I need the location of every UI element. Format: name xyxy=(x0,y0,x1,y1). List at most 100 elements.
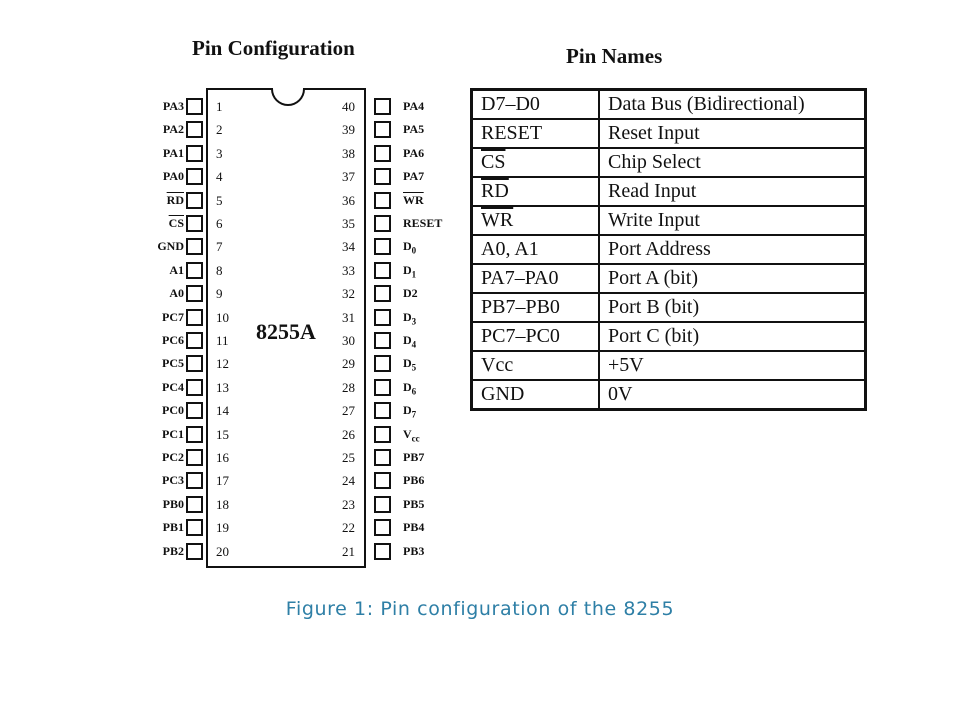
pin-lead xyxy=(374,308,391,326)
pin-lead xyxy=(374,402,391,420)
pin-name: PB6 xyxy=(403,473,425,488)
pin-lead xyxy=(186,542,203,560)
pin-description-cell: 0V xyxy=(598,379,867,411)
pin-number: 4 xyxy=(216,169,223,185)
pin-number: 14 xyxy=(216,403,229,419)
pin-symbol-cell: RD xyxy=(470,176,600,207)
pin-lead xyxy=(374,519,391,537)
pin-number: 16 xyxy=(216,450,229,465)
pin-lead xyxy=(186,98,203,115)
pin-name: Vcc xyxy=(403,427,420,443)
pin-name: GND xyxy=(157,239,184,254)
chip-notch xyxy=(271,88,305,106)
pin-names-title: Pin Names xyxy=(566,44,663,68)
pin-lead xyxy=(374,542,391,560)
pin-description-cell: Write Input xyxy=(598,205,867,236)
pin-lead xyxy=(186,215,203,232)
pin-number: 27 xyxy=(342,403,355,419)
pin-name-subscript: 1 xyxy=(411,269,417,280)
pin-symbol-cell: RESET xyxy=(470,118,600,149)
pin-symbol-cell: Vcc xyxy=(470,350,600,381)
pin-symbol-cell: GND xyxy=(470,379,600,411)
pin-names-row: Vcc+5V xyxy=(470,350,867,381)
pin-name: D6 xyxy=(403,380,416,396)
pin-number: 19 xyxy=(216,520,229,536)
pin-row: PA3 1 xyxy=(130,96,240,118)
pin-name-base: D xyxy=(403,356,412,371)
pin-name: PA3 xyxy=(162,99,184,113)
pin-lead xyxy=(186,144,203,162)
pin-name: PB5 xyxy=(403,496,425,511)
pin-number: 6 xyxy=(216,216,223,231)
pin-description-cell: Chip Select xyxy=(598,147,867,178)
pin-lead xyxy=(186,285,203,303)
pin-description-cell: Port C (bit) xyxy=(598,321,867,352)
pin-name-base: D xyxy=(403,333,412,347)
pin-row: D5 29 xyxy=(332,353,462,375)
pin-lead xyxy=(186,495,203,513)
pin-number: 20 xyxy=(216,543,229,559)
pin-number: 1 xyxy=(216,99,223,114)
pin-name: PB1 xyxy=(162,520,184,535)
pin-name: D4 xyxy=(403,333,416,349)
pin-name: CS xyxy=(168,216,184,230)
pin-number: 31 xyxy=(342,309,355,325)
pin-name: PB2 xyxy=(162,543,184,558)
pin-number: 35 xyxy=(342,216,355,231)
pin-name: PA6 xyxy=(403,145,425,160)
pin-name: PC4 xyxy=(162,379,184,394)
pin-name: D2 xyxy=(403,286,418,301)
pin-configuration-title: Pin Configuration xyxy=(192,36,355,60)
pin-number: 5 xyxy=(216,192,223,208)
pin-lead xyxy=(186,449,203,466)
pin-number: 2 xyxy=(216,122,223,138)
pin-row: A0 9 xyxy=(130,283,240,305)
pin-symbol-cell: PA7–PA0 xyxy=(470,263,600,294)
pin-row: D1 33 xyxy=(332,260,462,282)
pin-name: A0 xyxy=(169,286,184,301)
pin-lead xyxy=(374,449,391,466)
pin-number: 34 xyxy=(342,239,355,255)
pin-description-cell: Port A (bit) xyxy=(598,263,867,294)
pin-name-subscript: cc xyxy=(411,432,420,443)
pin-number: 29 xyxy=(342,356,355,372)
pin-lead xyxy=(186,168,203,186)
pin-number: 21 xyxy=(342,543,355,559)
pin-row: PB3 21 xyxy=(332,541,462,563)
pin-lead xyxy=(186,402,203,420)
pin-name-base: D xyxy=(403,379,412,394)
pin-lead xyxy=(374,355,391,373)
pin-name: PC2 xyxy=(162,450,184,464)
pin-number: 9 xyxy=(216,286,223,302)
pin-number: 24 xyxy=(342,473,355,489)
pin-description-cell: Port Address xyxy=(598,234,867,265)
pin-name-subscript: 4 xyxy=(411,339,417,350)
pin-name-base: D xyxy=(403,262,412,277)
pin-number: 40 xyxy=(342,99,355,114)
pin-name-subscript: 5 xyxy=(411,362,417,373)
pin-number: 33 xyxy=(342,262,355,278)
pin-lead xyxy=(186,425,203,443)
pin-name: PB3 xyxy=(403,543,425,558)
